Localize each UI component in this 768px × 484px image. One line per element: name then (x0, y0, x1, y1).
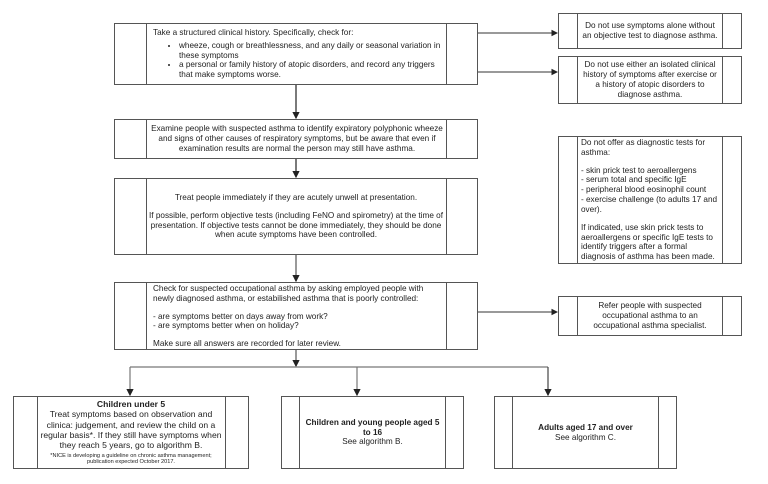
refer-box: Refer people with suspected occupational… (558, 296, 742, 336)
5to16-title: Children and young people aged 5 to 16 (305, 417, 440, 437)
occupational-question: - are symptoms better when on holiday? (153, 321, 299, 331)
under5-footnote: *NICE is developing a guideline on chron… (50, 452, 212, 466)
isolated-history-text: Do not use either an isolated clinical h… (583, 60, 717, 99)
under5-box: Children under 5 Treat symptoms based on… (13, 396, 249, 469)
treat-box: Treat people immediately if they are acu… (114, 178, 478, 255)
adults-box: Adults aged 17 and over See algorithm C. (494, 396, 677, 469)
history-intro: Take a structured clinical history. Spec… (153, 27, 354, 37)
under5-body: Treat symptoms based on observation and … (40, 409, 222, 451)
tests-item: - peripheral blood eosinophil count (581, 185, 707, 195)
examine-box: Examine people with suspected asthma to … (114, 119, 478, 159)
refer-text: Refer people with suspected occupational… (593, 301, 707, 330)
diagnostic-tests-box: Do not offer as diagnostic tests for ast… (558, 136, 742, 264)
occupational-question: - are symptoms better on days away from … (153, 311, 328, 321)
symptoms-alone-text: Do not use symptoms alone without an obj… (582, 21, 718, 40)
adults-title: Adults aged 17 and over (538, 422, 633, 432)
symptoms-alone-box: Do not use symptoms alone without an obj… (558, 13, 742, 49)
tests-item: - skin prick test to aeroallergens (581, 165, 697, 175)
occupational-intro: Check for suspected occupational asthma … (153, 284, 424, 303)
examine-text: Examine people with suspected asthma to … (151, 124, 443, 153)
tests-item: - exercise challenge (to adults 17 and o… (581, 195, 718, 214)
treat-text-2: If possible, perform objective tests (in… (149, 210, 443, 240)
isolated-history-box: Do not use either an isolated clinical h… (558, 56, 742, 104)
tests-item: - serum total and specific IgE (581, 175, 687, 185)
history-box: Take a structured clinical history. Spec… (114, 23, 478, 85)
5to16-body: See algorithm B. (342, 437, 403, 447)
treat-text-1: Treat people immediately if they are acu… (174, 192, 418, 202)
adults-body: See algorithm C. (555, 432, 616, 442)
under5-title: Children under 5 (96, 399, 166, 410)
tests-outro: If indicated, use skin prick tests to ae… (581, 222, 715, 262)
tests-intro: Do not offer as diagnostic tests for ast… (581, 137, 706, 157)
history-bullet: a personal or family history of atopic d… (179, 60, 443, 80)
5to16-box: Children and young people aged 5 to 16 S… (281, 396, 464, 469)
occupational-box: Check for suspected occupational asthma … (114, 282, 478, 350)
history-bullet: wheeze, cough or breathlessness, and any… (179, 41, 443, 61)
occupational-outro: Make sure all answers are recorded for l… (153, 339, 341, 349)
